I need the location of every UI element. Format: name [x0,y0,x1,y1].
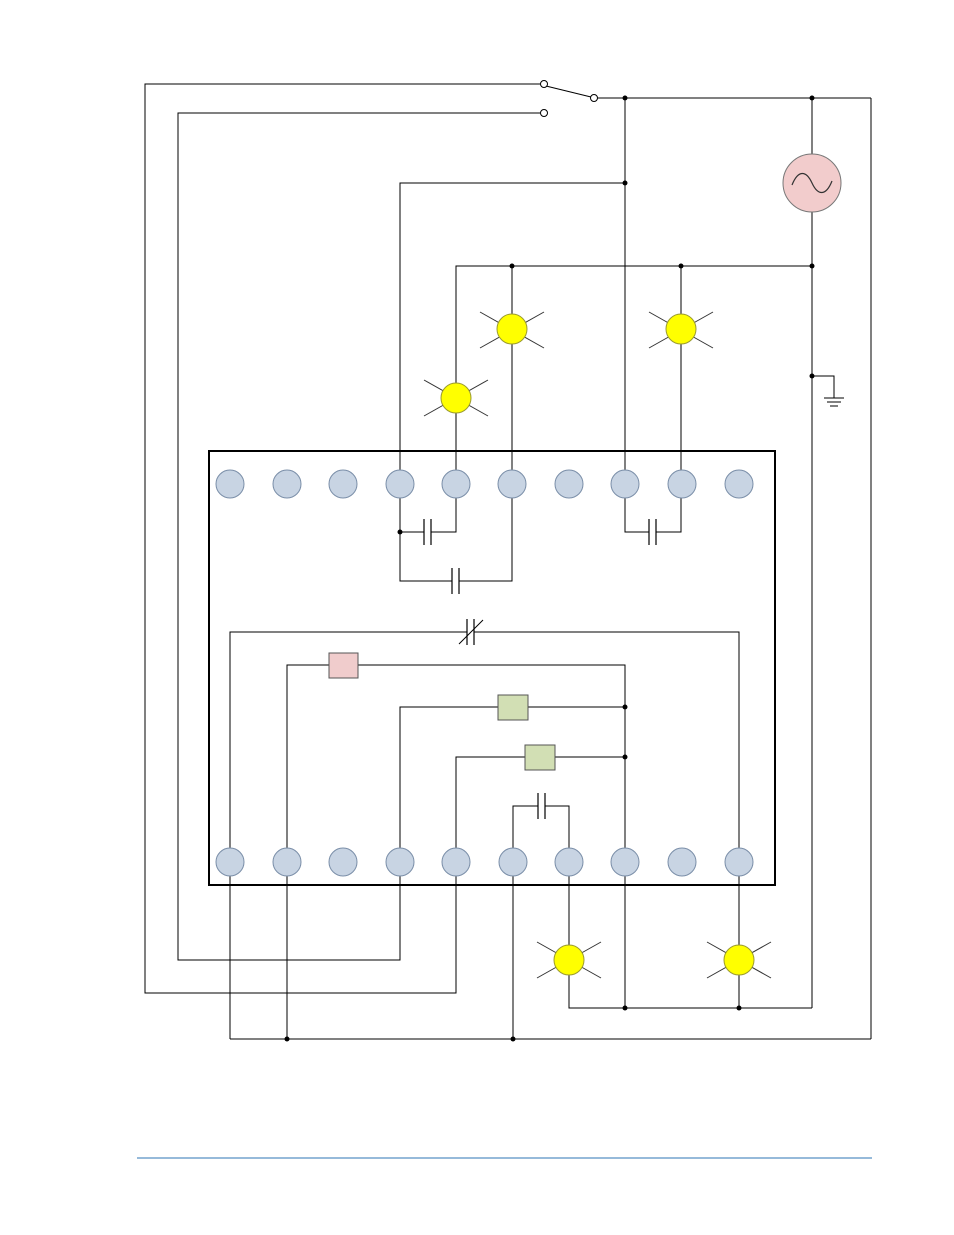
terminal [555,848,583,876]
top-terminal-row [216,470,753,498]
capacitor-icon [538,793,545,819]
terminal [611,848,639,876]
capacitor-icon [452,568,459,594]
terminal [386,848,414,876]
timer-coil [525,745,555,770]
terminal [668,848,696,876]
terminal [216,470,244,498]
relay-base [209,451,775,885]
internal-wiring [230,484,739,862]
lamp-icon [480,312,544,348]
terminal [555,470,583,498]
junction-dots [285,96,815,1042]
outer-wiring [145,84,871,1039]
terminal [442,848,470,876]
terminal [329,470,357,498]
terminal [329,848,357,876]
bottom-terminal-row [216,848,753,876]
terminal [386,470,414,498]
lamp-icon [537,942,601,978]
capacitor-icon [424,519,431,545]
terminal [725,470,753,498]
terminal [611,470,639,498]
terminal [273,470,301,498]
terminal [273,848,301,876]
capacitor-icon [649,519,656,545]
terminal [725,848,753,876]
terminal [216,848,244,876]
terminal [499,848,527,876]
ground-icon [824,398,844,406]
lamp-icon [707,942,771,978]
ac-source-icon [783,154,841,212]
lamp-icon [649,312,713,348]
switch-icon [541,81,598,117]
terminal [442,470,470,498]
terminal [498,470,526,498]
timer-coil [498,695,528,720]
lamp-icon [424,380,488,416]
relay-coil [329,653,358,678]
terminal [668,470,696,498]
